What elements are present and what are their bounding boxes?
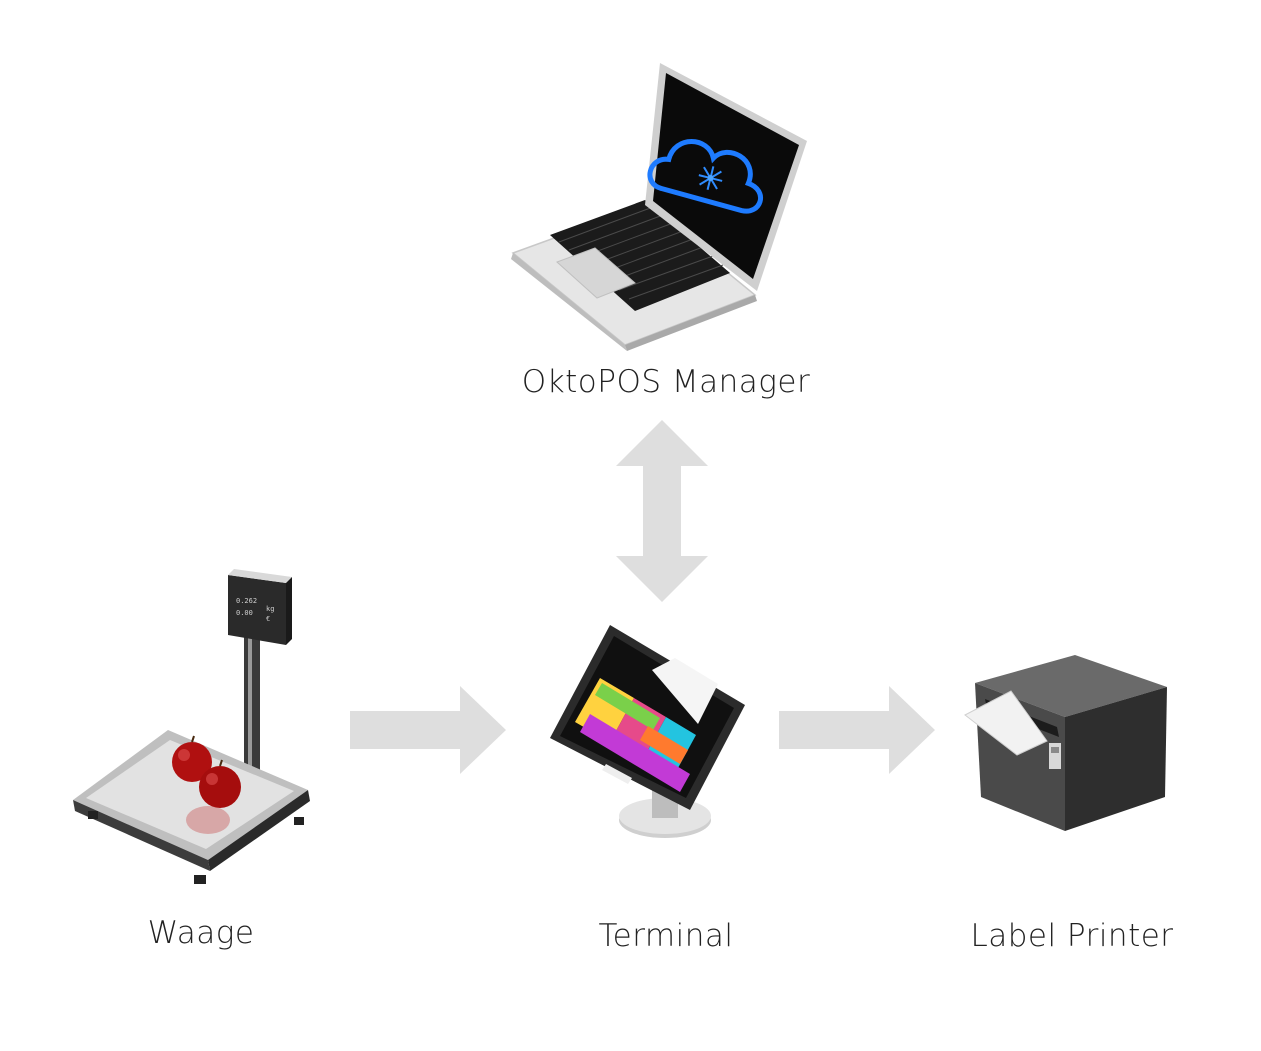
printer-label: Label Printer	[970, 918, 1174, 954]
pos-terminal-icon	[550, 625, 745, 838]
terminal-device	[540, 620, 780, 845]
arrow-manager-terminal	[615, 418, 710, 604]
scale-price-readout: 0.00	[236, 609, 253, 617]
manager-label: OktoPOS Manager	[521, 364, 811, 400]
printer-icon	[964, 655, 1167, 831]
laptop-device	[495, 45, 825, 355]
laptop-icon	[511, 63, 807, 351]
scale-weight-readout: 0.262	[236, 597, 257, 605]
arrow-scale-terminal	[348, 684, 508, 776]
printer-device	[955, 645, 1170, 835]
scale-price-unit: €	[266, 615, 270, 623]
scale-icon: 0.262 0.00 kg €	[73, 569, 310, 884]
scale-label: Waage	[147, 915, 255, 951]
scale-device: 0.262 0.00 kg €	[68, 565, 328, 890]
arrow-terminal-printer	[777, 684, 937, 776]
scale-weight-unit: kg	[266, 605, 274, 613]
terminal-label: Terminal	[598, 918, 734, 954]
